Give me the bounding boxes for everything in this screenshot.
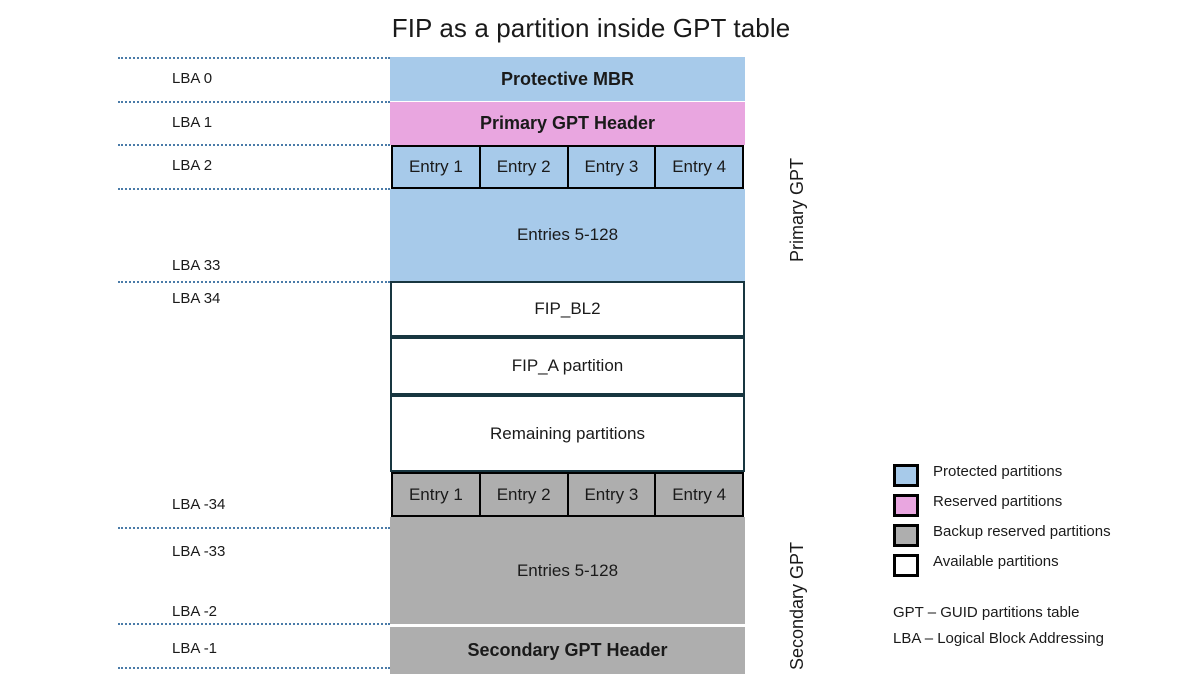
legend-item: Reserved partitions [893, 491, 1173, 521]
legend-swatch-icon [893, 494, 919, 517]
lba-label: LBA -1 [172, 640, 218, 657]
protective-mbr: Protective MBR [390, 57, 745, 101]
lba-label: LBA 33 [172, 257, 221, 274]
gpt-entry-cell: Entry 3 [568, 147, 657, 187]
lba-label: LBA 34 [172, 290, 221, 307]
lba-label: LBA 0 [172, 70, 213, 87]
fip-a-partition: FIP_A partition [390, 337, 745, 395]
gpt-entry-cell: Entry 3 [568, 474, 657, 515]
lba-label: LBA -2 [172, 603, 218, 620]
gpt-entry-cell: Entry 2 [480, 474, 569, 515]
guide-line-5 [118, 527, 390, 529]
legend-swatch-icon [893, 524, 919, 547]
primary-gpt-header: Primary GPT Header [390, 102, 745, 145]
lba-label: LBA -33 [172, 543, 226, 560]
primary-entries-5-128: Entries 5-128 [390, 189, 745, 281]
legend-label: Protected partitions [933, 463, 1063, 480]
abbreviation-line: GPT – GUID partitions table [893, 604, 1080, 621]
legend-item: Protected partitions [893, 461, 1173, 491]
lba-label: LBA 1 [172, 114, 213, 131]
lba-label: LBA 2 [172, 157, 213, 174]
page-title: FIP as a partition inside GPT table [391, 13, 791, 43]
legend-swatch-icon [893, 464, 919, 487]
guide-line-4 [118, 281, 390, 283]
guide-line-2 [118, 144, 390, 146]
gpt-entry-cell: Entry 2 [480, 147, 569, 187]
lba-label: LBA -34 [172, 496, 226, 513]
legend-label: Backup reserved partitions [933, 523, 1111, 540]
guide-line-7 [118, 667, 390, 669]
gpt-entry-cell: Entry 4 [656, 474, 742, 515]
guide-line-1 [118, 101, 390, 103]
guide-line-0 [118, 57, 390, 59]
guide-line-3 [118, 188, 390, 190]
gpt-entry-cell: Entry 4 [656, 147, 742, 187]
legend-item: Backup reserved partitions [893, 521, 1173, 551]
gpt-entry-cell: Entry 1 [393, 474, 481, 515]
legend-label: Available partitions [933, 553, 1059, 570]
fip-bl2: FIP_BL2 [390, 281, 745, 337]
secondary-gpt-header: Secondary GPT Header [390, 627, 745, 674]
legend-item: Available partitions [893, 551, 1173, 581]
secondary-entries-5-128: Entries 5-128 [390, 517, 745, 624]
remaining-partitions: Remaining partitions [390, 395, 745, 472]
legend-swatch-icon [893, 554, 919, 577]
guide-line-6 [118, 623, 390, 625]
abbreviation-line: LBA – Logical Block Addressing [893, 630, 1104, 647]
primary-gpt-side-label: Primary GPT [787, 157, 807, 262]
gpt-entry-cell: Entry 1 [393, 147, 481, 187]
legend-label: Reserved partitions [933, 493, 1063, 510]
secondary-gpt-side-label: Secondary GPT [787, 541, 807, 670]
